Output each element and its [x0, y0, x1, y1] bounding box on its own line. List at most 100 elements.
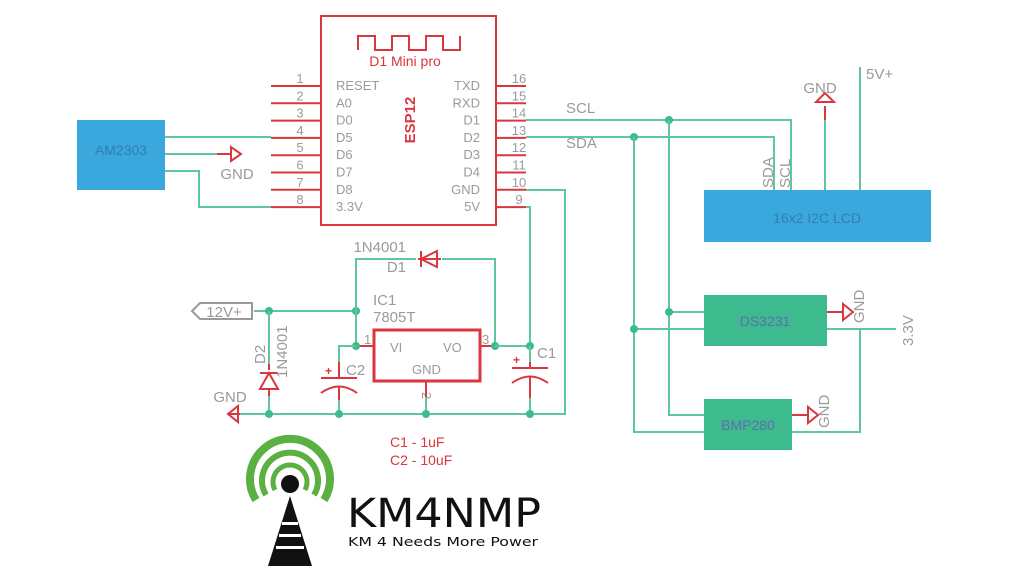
ds3231-body	[704, 295, 827, 346]
lcd-body	[704, 190, 931, 242]
wire-sda	[526, 136, 775, 190]
pin-3.3v: 8 3.3V	[271, 192, 363, 214]
signal-wave-icon	[246, 435, 334, 503]
pin-number: 3	[296, 106, 303, 121]
pin-name: D0	[336, 113, 353, 128]
note-c2: C2 - 10uF	[390, 452, 452, 468]
ic1-ref: IC1	[373, 292, 396, 309]
lcd-gnd-label: GND	[803, 80, 837, 97]
wire-3v3	[165, 170, 271, 208]
lcd-sda-pin: SDA	[760, 157, 777, 188]
svg-text:+: +	[325, 364, 332, 378]
tower-icon	[268, 496, 312, 566]
input-port-12v	[190, 302, 253, 320]
pin-number: 5	[296, 140, 303, 155]
c2-ref: C2	[346, 362, 365, 379]
am2303-sensor: AM2303 GND	[77, 120, 271, 208]
ic1-pin3: 3	[482, 332, 489, 347]
d1-part: 1N4001	[353, 239, 406, 256]
logo-tagline: KM 4 Needs More Power	[348, 535, 538, 549]
bmp280-gnd-label: GND	[816, 395, 833, 429]
pin-reset: 1 RESET	[271, 71, 379, 93]
junction	[630, 325, 638, 333]
ds3231-label: DS3231	[740, 313, 791, 329]
pin-name: 3.3V	[336, 199, 363, 214]
pin-name: D3	[463, 147, 480, 162]
ic1-part: 7805T	[373, 309, 416, 326]
diode-d1-icon	[418, 249, 438, 269]
logo: KM4NMP KM 4 Needs More Power	[246, 435, 541, 566]
pin-name: A0	[336, 95, 352, 110]
pin-number: 14	[512, 106, 526, 121]
wire-gnd-rail	[230, 189, 566, 415]
pin-name: RESET	[336, 78, 379, 93]
antenna-tip-icon	[281, 475, 299, 493]
pin-name: D7	[336, 165, 353, 180]
pin-number: 12	[512, 140, 526, 155]
d1-ref: D1	[387, 259, 406, 276]
d2-part: 1N4001	[274, 325, 291, 378]
lcd-label: 16x2 I2C LCD	[773, 210, 861, 226]
am2303-label: AM2303	[95, 142, 147, 158]
sensor-gnd-label: GND	[220, 166, 254, 183]
gnd-symbol-icon	[807, 404, 820, 426]
ic1-vi: VI	[390, 340, 402, 355]
bmp280-label: BMP280	[721, 417, 775, 433]
pin-number: 4	[296, 123, 303, 138]
note-c1: C1 - 1uF	[390, 434, 444, 450]
wire-scl	[526, 119, 792, 190]
sda-label: SDA	[566, 135, 597, 152]
pin-d6: 5 D6	[271, 140, 353, 162]
pin-name: D1	[463, 113, 480, 128]
pin-a0: 2 A0	[271, 88, 352, 110]
c1-ref: C1	[537, 345, 556, 362]
pin-number: 6	[296, 158, 303, 173]
gnd-symbol-icon	[813, 91, 837, 103]
junction	[665, 308, 673, 316]
d2-ref: D2	[252, 345, 269, 364]
chip-name: ESP12	[402, 97, 419, 144]
pin-number: 9	[515, 192, 522, 207]
lcd-module: 16x2 I2C LCD SDA SCL GND 5V+	[704, 66, 931, 242]
pin-number: 13	[512, 123, 526, 138]
gnd-symbol-icon	[842, 301, 855, 323]
ds3231-module: DS3231 GND 3.3V	[704, 290, 917, 433]
pin-name: D6	[336, 147, 353, 162]
pin-5v: 9 5V	[464, 192, 526, 214]
pin-number: 8	[296, 192, 303, 207]
power-supply: 12V+ D2 1N4001 GND 1N4001 D1 IC1 7805T V…	[190, 189, 566, 425]
gnd-symbol-icon	[230, 145, 243, 163]
ic1-vo: VO	[443, 340, 462, 355]
antenna-icon	[357, 35, 461, 51]
lcd-vcc-label: 5V+	[866, 66, 893, 83]
bmp280-module: BMP280 GND	[704, 395, 833, 450]
pin-name: RXD	[453, 95, 480, 110]
lcd-scl-pin: SCL	[777, 159, 794, 188]
pin-d3: 12 D3	[463, 140, 526, 162]
pin-d0: 3 D0	[271, 106, 353, 128]
pin-number: 1	[296, 71, 303, 86]
pin-name: 5V	[464, 199, 480, 214]
pin-number: 16	[512, 71, 526, 86]
wire-5v-out	[526, 206, 531, 346]
ds3231-gnd-label: GND	[851, 290, 868, 324]
pin-number: 2	[296, 88, 303, 103]
pin-number: 11	[512, 158, 526, 173]
pin-name: D2	[463, 130, 480, 145]
ic1-gnd: GND	[412, 362, 441, 377]
pin-number: 10	[512, 175, 526, 190]
pin-d2: 13 D2	[463, 123, 526, 145]
scl-label: SCL	[566, 100, 595, 117]
power-gnd-label: GND	[213, 389, 247, 406]
gnd-symbol-icon	[226, 403, 239, 425]
svg-text:+: +	[513, 353, 520, 367]
